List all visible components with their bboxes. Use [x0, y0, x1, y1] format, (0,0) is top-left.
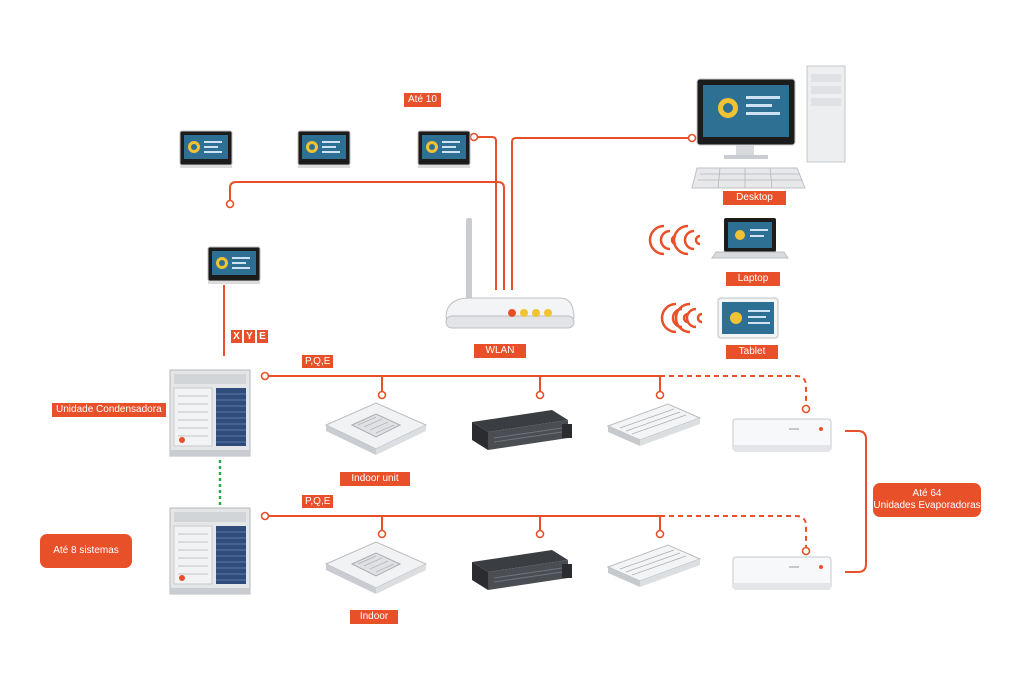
wifi-signal-icon — [672, 224, 702, 256]
wlan-label: WLAN — [474, 344, 526, 358]
indoor-label: Indoor — [350, 610, 398, 624]
touch-controller-icon — [297, 130, 351, 169]
xye-x-label: X — [231, 330, 242, 343]
touch-controller-icon — [207, 246, 261, 285]
ate64-line1: Até 64 — [912, 488, 942, 499]
ate64-line2: Unidades Evaporadoras — [873, 500, 981, 511]
wall-split-ac-icon — [732, 556, 832, 590]
cassette-ac-icon — [325, 402, 427, 456]
laptop-icon — [711, 218, 789, 259]
pqe-bottom-label: P,Q,E — [302, 495, 334, 508]
pqe-top-label: P,Q,E — [302, 355, 334, 368]
tablet-label: Tablet — [726, 345, 778, 359]
cassette-ac-icon — [325, 541, 427, 595]
touch-controller-icon — [417, 130, 471, 169]
outdoor-condenser-unit-icon — [169, 369, 251, 457]
ate10-label: Até 10 — [404, 93, 441, 107]
outdoor-condenser-unit-icon — [169, 507, 251, 595]
duct-ac-icon — [471, 549, 573, 591]
condensadora-label: Unidade Condensadora — [52, 403, 166, 417]
tablet-icon — [717, 297, 779, 339]
laptop-label: Laptop — [726, 272, 780, 286]
touch-controller-icon — [179, 130, 233, 169]
desktop-label: Desktop — [723, 191, 786, 205]
wiring — [223, 136, 867, 573]
wifi-router-icon — [445, 218, 575, 329]
ceiling-ac-icon — [607, 544, 701, 588]
xye-y-label: Y — [244, 330, 255, 343]
ate64-label: Até 64 Unidades Evaporadoras — [873, 483, 981, 517]
ate8-label: Até 8 sistemas — [40, 534, 132, 568]
wall-split-ac-icon — [732, 418, 832, 452]
indoor-unit-label: Indoor unit — [340, 472, 410, 486]
xye-e-label: E — [257, 330, 268, 343]
desktop-computer-icon — [691, 65, 846, 189]
wire-endpoints — [225, 132, 811, 556]
ceiling-ac-icon — [607, 403, 701, 447]
wifi-signal-icon — [648, 224, 678, 256]
duct-ac-icon — [471, 409, 573, 451]
